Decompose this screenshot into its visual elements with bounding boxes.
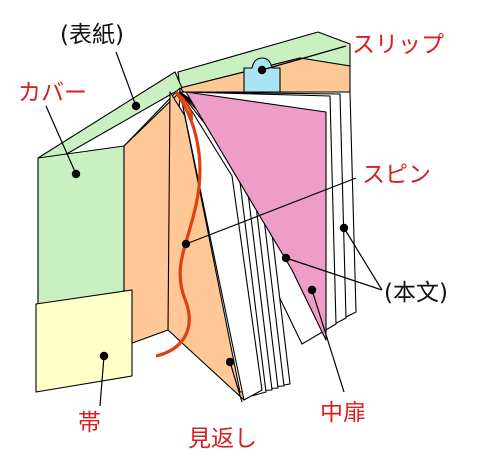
label-spine-ribbon: スピン	[362, 162, 431, 188]
label-endpaper: 見返し	[188, 426, 257, 452]
half-title-page	[185, 91, 327, 341]
label-half-title: 中扉	[320, 400, 366, 426]
label-cover: (表紙)	[60, 22, 124, 48]
jacket-flap	[37, 145, 125, 305]
leader-dots	[71, 65, 349, 367]
label-slip: スリップ	[352, 32, 444, 58]
obi-band	[35, 289, 133, 393]
slip-card	[243, 57, 281, 93]
leader-lines	[45, 45, 383, 407]
label-jacket: カバー	[18, 80, 87, 106]
ribbon-aux	[175, 91, 194, 121]
label-obi: 帯	[78, 410, 101, 436]
label-body-text: (本文)	[384, 280, 448, 306]
